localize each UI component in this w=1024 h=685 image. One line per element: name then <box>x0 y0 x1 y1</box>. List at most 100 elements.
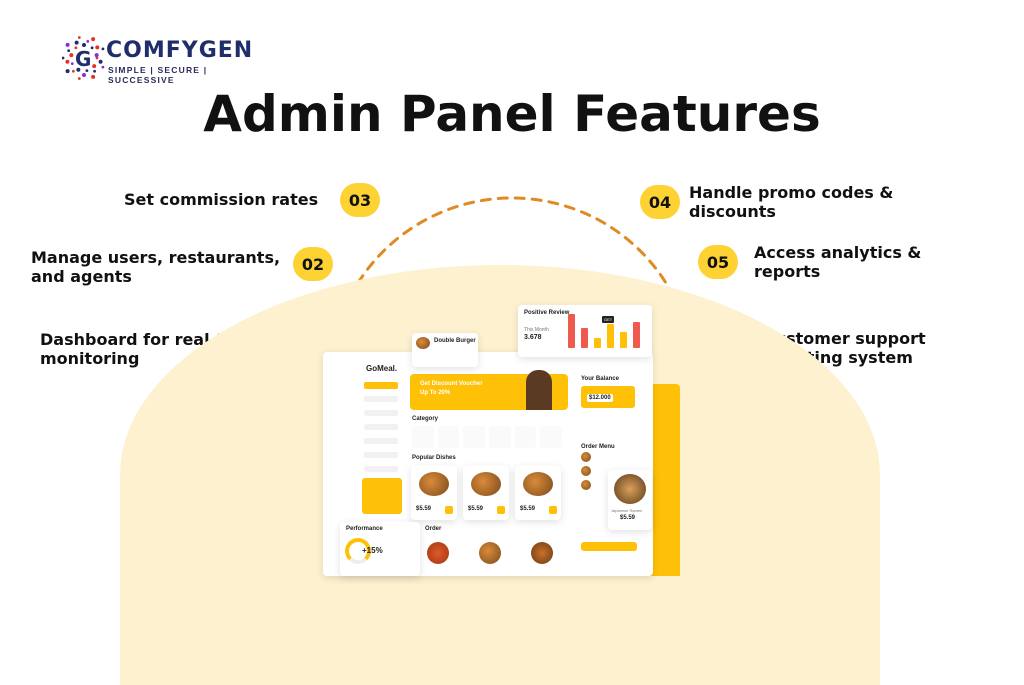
mockup-order-menu-label: Order Menu <box>581 444 615 450</box>
mockup-add-button <box>445 506 453 514</box>
logo-dot <box>85 69 89 73</box>
mockup-brand: GoMeal. <box>366 364 398 373</box>
mockup-promo-person <box>526 370 552 410</box>
logo-dot <box>82 73 86 77</box>
logo-dots-icon: G <box>62 36 105 80</box>
positive-review-card: Positive Review This Month 3.678 GET <box>518 305 652 357</box>
logo-dot <box>101 65 105 69</box>
mockup-noodle-image <box>531 542 553 564</box>
logo-dot <box>67 49 71 53</box>
feature-05-label: Access analytics & reports <box>754 243 922 281</box>
mockup-burger-image <box>471 472 501 496</box>
feature-05-badge: 05 <box>698 245 738 279</box>
review-value: 3.678 <box>524 334 542 341</box>
logo-dot <box>65 42 70 47</box>
logo-dot <box>74 46 78 50</box>
mockup-nav-item <box>364 396 398 402</box>
feature-02-badge: 02 <box>293 247 333 281</box>
logo-dot <box>70 62 74 66</box>
mockup-nav-item <box>364 466 398 472</box>
logo-dot <box>90 46 94 50</box>
mockup-promo-banner: Get Discount Voucher Up To 20% <box>410 370 568 410</box>
logo-dot <box>72 69 75 73</box>
review-bar <box>568 314 575 348</box>
review-bar <box>620 332 627 348</box>
logo-dot <box>69 53 74 58</box>
mockup-nav-item <box>364 410 398 416</box>
logo-dot <box>95 56 99 60</box>
review-bars: GET <box>568 310 648 348</box>
logo-dot <box>77 36 81 39</box>
page-title: Admin Panel Features <box>203 85 821 143</box>
logo-dot <box>62 56 65 60</box>
logo-dot <box>91 37 96 42</box>
ramen-price: $5.59 <box>620 515 636 521</box>
mockup-nav-item <box>364 438 398 444</box>
mockup-nav-active <box>364 382 398 389</box>
mockup-dish-price: $5.59 <box>520 506 536 512</box>
logo-dot <box>95 45 100 50</box>
logo-dot <box>86 40 90 43</box>
performance-card: Performance +15% <box>340 522 420 576</box>
company-logo: G COMFYGEN SIMPLE | SECURE | SUCCESSIVE <box>62 36 272 85</box>
mockup-menu-thumb <box>581 452 591 462</box>
review-bar <box>594 338 601 348</box>
mockup-upgrade-card <box>362 478 402 514</box>
review-bar <box>581 328 588 348</box>
mockup-checkout-button <box>581 542 637 551</box>
logo-dot <box>92 64 97 69</box>
mockup-add-button <box>549 506 557 514</box>
review-tooltip: GET <box>602 316 615 323</box>
mockup-order-label: Order <box>425 526 442 532</box>
mockup-burger-image <box>419 472 449 496</box>
mockup-balance-value: $12.000 <box>587 394 613 402</box>
mockup-nav-item <box>364 452 398 458</box>
mockup-pizza-image <box>427 542 449 564</box>
logo-dot <box>98 59 103 64</box>
mockup-add-button <box>497 506 505 514</box>
performance-value: +15% <box>362 546 383 555</box>
logo-dot <box>91 74 96 79</box>
logo-dot <box>101 47 105 51</box>
mockup-promo-title: Get Discount Voucher <box>420 381 483 387</box>
mockup-dish-card: $5.59 <box>411 466 457 520</box>
performance-gauge <box>345 538 371 564</box>
mockup-category-label: Category <box>412 416 439 422</box>
mockup-menu-thumb <box>581 466 591 476</box>
logo-dot <box>76 67 81 72</box>
logo-tagline: SIMPLE | SECURE | SUCCESSIVE <box>108 65 208 85</box>
logo-dot <box>77 77 81 80</box>
mockup-nav-item <box>364 424 398 430</box>
mockup-popular-label: Popular Dishes <box>412 455 456 461</box>
mockup-menu-thumb <box>581 480 591 490</box>
mockup-dish-card: $5.59 <box>515 466 561 520</box>
logo-name: COMFYGEN <box>106 38 254 63</box>
mockup-dish-card: $5.59 <box>463 466 509 520</box>
floating-burger-card: Double Burger <box>412 333 478 367</box>
ramen-image <box>614 474 646 504</box>
ramen-label: Japanese Ramen <box>611 508 643 513</box>
mockup-bowl-image <box>479 542 501 564</box>
ramen-card: Japanese Ramen $5.59 <box>608 470 652 530</box>
mockup-promo-sub: Up To 20% <box>420 390 451 396</box>
logo-dot <box>65 69 70 74</box>
mockup-balance-card: $12.000 <box>581 386 635 408</box>
performance-label: Performance <box>346 526 383 532</box>
feature-02-label: Manage users, restaurants, and agents <box>31 248 281 286</box>
feature-04-badge: 04 <box>640 185 680 219</box>
svg-text:G: G <box>75 47 91 71</box>
mockup-dish-price: $5.59 <box>416 506 432 512</box>
logo-dot <box>65 59 70 64</box>
logo-dot <box>74 40 79 45</box>
review-bar <box>633 322 640 348</box>
review-bar <box>607 324 614 348</box>
mockup-dish-price: $5.59 <box>468 506 484 512</box>
mini-burger-image <box>416 337 430 349</box>
logo-dot <box>93 69 96 73</box>
burger-title: Double Burger <box>434 338 476 344</box>
feature-03-label: Set commission rates <box>124 190 319 209</box>
feature-03-badge: 03 <box>340 183 380 217</box>
logo-dot <box>82 43 86 47</box>
mockup-balance-label: Your Balance <box>581 376 619 382</box>
feature-04-label: Handle promo codes & discounts <box>689 183 894 221</box>
